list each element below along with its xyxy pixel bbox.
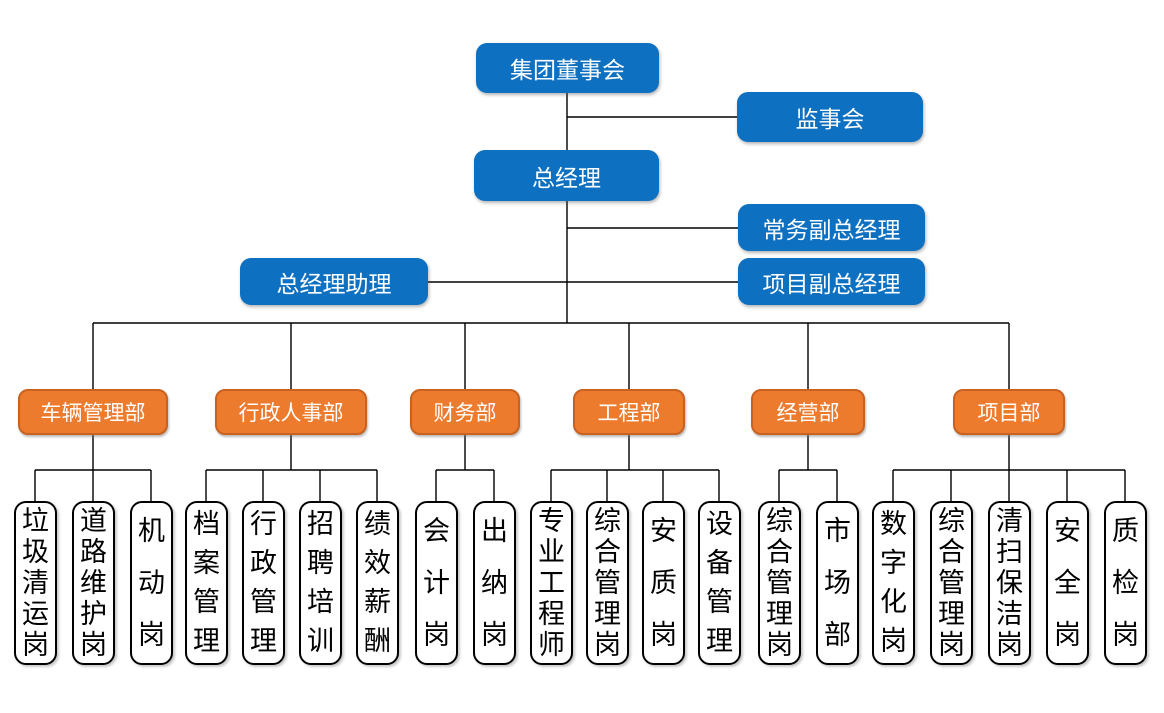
post-garbage-clearing: 垃 圾 清 运 岗: [14, 501, 57, 665]
dept-operations: 经营部: [751, 389, 865, 435]
dept-project: 项目部: [953, 389, 1065, 435]
post-general-management-eng: 综 合 管 理 岗: [586, 501, 629, 665]
post-sweeping-cleaning: 清 扫 保 洁 岗: [988, 501, 1031, 665]
post-road-maintenance: 道 路 维 护 岗: [72, 501, 115, 665]
post-cashier: 出 纳 岗: [473, 501, 516, 665]
post-equipment-management: 设 备 管 理: [698, 501, 741, 665]
post-archives-management: 档 案 管 理: [185, 501, 228, 665]
post-general-management-ops: 综 合 管 理 岗: [758, 501, 801, 665]
post-quality-inspection: 质 检 岗: [1104, 501, 1147, 665]
dept-vehicle-management: 车辆管理部: [18, 389, 168, 435]
post-safety: 安 全 岗: [1046, 501, 1089, 665]
dept-finance: 财务部: [410, 389, 520, 435]
node-group-board: 集团董事会: [476, 43, 659, 93]
dept-admin-hr: 行政人事部: [215, 389, 367, 435]
post-recruitment-training: 招 聘 培 训: [299, 501, 342, 665]
node-gm-assistant: 总经理助理: [240, 258, 428, 305]
node-project-deputy-gm: 项目副总经理: [738, 258, 925, 305]
post-admin-management: 行 政 管 理: [242, 501, 285, 665]
post-mobile: 机 动 岗: [130, 501, 173, 665]
post-performance-compensation: 绩 效 薪 酬: [356, 501, 399, 665]
post-professional-engineer: 专 业 工 程 师: [530, 501, 573, 665]
post-safety-quality: 安 质 岗: [642, 501, 685, 665]
node-executive-deputy-gm: 常务副总经理: [738, 204, 925, 251]
post-general-management-proj: 综 合 管 理 岗: [930, 501, 973, 665]
dept-engineering: 工程部: [573, 389, 685, 435]
node-supervisory-board: 监事会: [737, 92, 923, 142]
post-accounting: 会 计 岗: [415, 501, 458, 665]
post-digitalization: 数 字 化 岗: [872, 501, 915, 665]
post-market-dept: 市 场 部: [816, 501, 859, 665]
node-general-manager: 总经理: [474, 150, 659, 201]
